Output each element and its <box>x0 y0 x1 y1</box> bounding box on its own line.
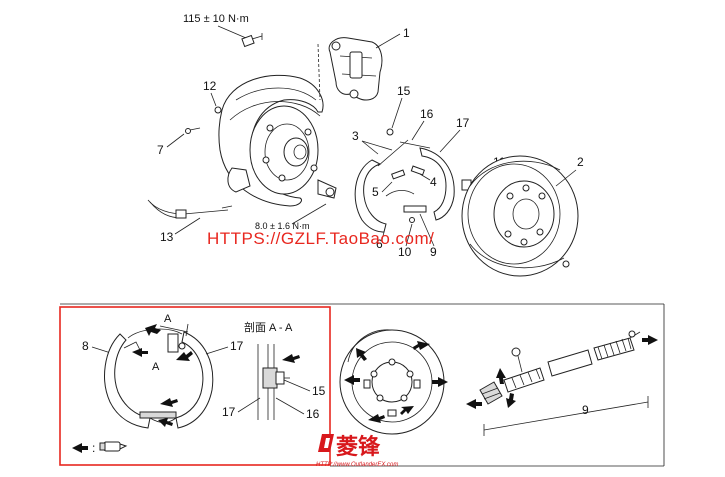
leader-17 <box>439 129 461 153</box>
highlight-frame <box>59 306 331 466</box>
arrow-icon <box>145 324 161 336</box>
arrow-icon <box>158 418 173 427</box>
section-line-a <box>159 325 189 333</box>
adjuster-assembly <box>466 330 658 436</box>
leader-4 <box>419 173 431 181</box>
section-view <box>257 344 300 420</box>
section-mark-a-top: A <box>164 313 172 325</box>
leader-16 <box>411 120 425 141</box>
callout-10: 10 <box>398 245 412 259</box>
leader-7 <box>166 133 185 148</box>
adjuster-spring <box>593 330 641 361</box>
callout-1: 1 <box>403 26 410 40</box>
legend-equals: : <box>92 441 95 455</box>
parking-brake-shoes <box>354 139 455 233</box>
lower-callout-9: 9 <box>582 403 589 417</box>
leader-10 <box>405 223 413 247</box>
leader-15 <box>391 97 403 129</box>
watermark-text: HTTPS://GZLF.TaoBao.com/ <box>207 229 434 248</box>
arrow-icon <box>496 368 506 384</box>
upper-exploded-view: 115 ± 10 N·m <box>147 13 584 277</box>
section-callout-15: 15 <box>312 384 326 398</box>
section-leader-17 <box>237 397 261 413</box>
logo-text: 菱锋 <box>336 434 381 460</box>
leader-torque-mid <box>291 203 327 225</box>
logo-url: HTTP://www.OutlanderEX.com <box>316 462 398 468</box>
adjuster-screw <box>503 347 545 393</box>
callout-9-upper: 9 <box>430 245 437 259</box>
section-callout-17: 17 <box>222 405 236 419</box>
legend-arrow-icon <box>72 443 88 453</box>
arrow-icon <box>160 398 178 407</box>
arrow-icon <box>176 351 193 361</box>
leader-12 <box>210 92 217 107</box>
arrow-icon <box>506 393 516 408</box>
arrow-icon <box>132 348 148 357</box>
leader-9-upper <box>419 213 435 247</box>
leader-1 <box>375 33 401 49</box>
adjuster-sleeve <box>547 349 593 377</box>
pin-15 <box>386 128 394 136</box>
leader-3a <box>361 140 379 155</box>
section-mark-a-lower: A <box>152 361 160 373</box>
arrow-icon <box>466 399 482 409</box>
section-leader-16 <box>275 397 305 415</box>
callout-5: 5 <box>372 185 379 199</box>
callout-12: 12 <box>203 79 217 93</box>
leader-2 <box>555 169 577 187</box>
section-leader-15 <box>283 379 311 392</box>
leader-5 <box>381 181 393 193</box>
arrow-icon <box>282 354 300 363</box>
detail-shoe-set <box>104 328 214 429</box>
detail-callout-17: 17 <box>230 339 244 353</box>
torque-label-mid: 8.0 ± 1.6 N·m <box>255 221 309 231</box>
leader-13 <box>174 217 201 235</box>
brake-caliper <box>317 37 383 101</box>
callout-6: 6 <box>376 237 383 251</box>
leader-6 <box>381 231 385 241</box>
adjuster-star-wheel <box>479 381 503 405</box>
hub-knuckle <box>227 105 337 199</box>
adjuster-axis <box>483 401 649 431</box>
callout-4: 4 <box>430 175 437 189</box>
bolt-7 <box>185 128 191 134</box>
grease-tube-icon <box>99 441 128 452</box>
arrow-icon <box>344 375 360 385</box>
dust-shield-front-view <box>339 329 448 435</box>
callout-2: 2 <box>577 155 584 169</box>
leader-3b <box>361 140 393 151</box>
section-title: 剖面 A - A <box>244 320 293 334</box>
section-callout-16: 16 <box>306 407 320 421</box>
arrow-icon <box>413 341 430 350</box>
callout-16: 16 <box>420 107 434 121</box>
callout-3: 3 <box>352 129 359 143</box>
arrow-icon <box>642 335 658 345</box>
arrow-icon <box>368 414 385 423</box>
shoe-detail-panel: 8 17 A A 剖面 A - A <box>59 306 331 466</box>
rotor-screw <box>562 260 570 268</box>
callout-7: 7 <box>157 143 164 157</box>
leader-torque-top <box>217 25 247 39</box>
bolt-12 <box>214 106 222 114</box>
arrow-icon <box>400 406 414 415</box>
callout-13: 13 <box>160 230 174 244</box>
arrow-icon <box>356 348 367 361</box>
detail-leader-17 <box>205 346 229 355</box>
detail-callout-8: 8 <box>82 339 89 353</box>
callout-17: 17 <box>456 116 470 130</box>
arrow-icon <box>432 377 448 387</box>
brake-disc-rotor <box>461 155 579 277</box>
caliper-bolt <box>241 33 263 48</box>
callout-15: 15 <box>397 84 411 98</box>
outlanderex-logo: 菱锋 HTTP://www.OutlanderEX.com <box>316 434 398 468</box>
parking-brake-cable <box>147 199 233 219</box>
torque-label-top: 115 ± 10 N·m <box>183 13 249 25</box>
